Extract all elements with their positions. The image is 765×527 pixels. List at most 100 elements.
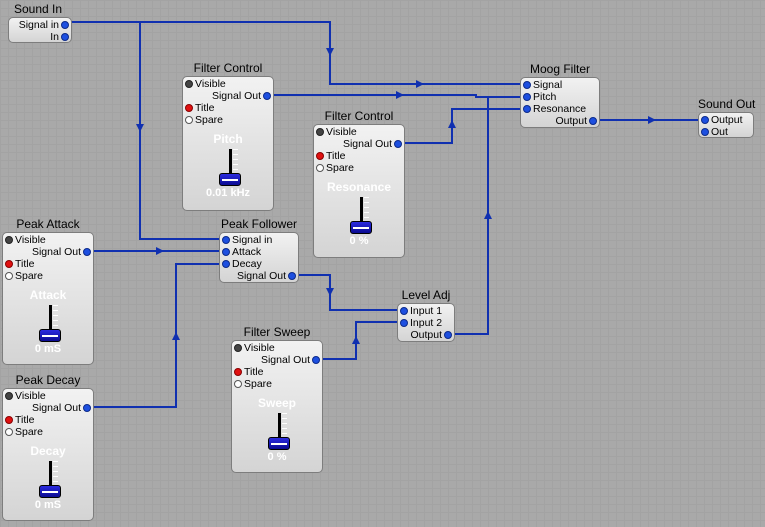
port-out[interactable]: Out bbox=[701, 126, 728, 138]
wire-level-adj-to-moog-pitch bbox=[452, 96, 524, 335]
port-connector-icon[interactable] bbox=[589, 117, 597, 125]
module-peak-decay[interactable]: Peak Decay Visible Signal Out Title Spar… bbox=[2, 373, 94, 521]
control-value: 0 mS bbox=[34, 343, 62, 355]
port-title[interactable]: Title bbox=[234, 366, 263, 378]
port-input-2[interactable]: Input 2 bbox=[400, 317, 442, 329]
port-connector-icon[interactable] bbox=[701, 128, 709, 136]
port-connector-icon[interactable] bbox=[234, 380, 242, 388]
slider-knob[interactable] bbox=[268, 437, 290, 450]
slider-knob[interactable] bbox=[39, 329, 61, 342]
slider-knob[interactable] bbox=[219, 173, 241, 186]
port-spare[interactable]: Spare bbox=[234, 378, 272, 390]
port-signal-out[interactable]: Signal Out bbox=[32, 402, 91, 414]
port-connector-icon[interactable] bbox=[185, 116, 193, 124]
port-signal-in[interactable]: Signal in bbox=[19, 19, 69, 31]
port-connector-icon[interactable] bbox=[316, 164, 324, 172]
port-connector-icon[interactable] bbox=[5, 428, 13, 436]
port-resonance[interactable]: Resonance bbox=[523, 103, 586, 115]
port-connector-icon[interactable] bbox=[61, 21, 69, 29]
port-connector-icon[interactable] bbox=[523, 93, 531, 101]
port-label: Output bbox=[711, 114, 743, 126]
port-decay[interactable]: Decay bbox=[222, 258, 262, 270]
port-spare[interactable]: Spare bbox=[316, 162, 354, 174]
port-in[interactable]: In bbox=[50, 31, 69, 43]
port-connector-icon[interactable] bbox=[83, 404, 91, 412]
port-visible[interactable]: Visible bbox=[5, 390, 46, 402]
port-title[interactable]: Title bbox=[185, 102, 214, 114]
port-connector-icon[interactable] bbox=[222, 260, 230, 268]
port-connector-icon[interactable] bbox=[234, 368, 242, 376]
port-connector-icon[interactable] bbox=[83, 248, 91, 256]
port-visible[interactable]: Visible bbox=[316, 126, 357, 138]
port-signal-out[interactable]: Signal Out bbox=[32, 246, 91, 258]
slider-tick bbox=[53, 466, 58, 467]
module-title: Filter Control bbox=[193, 61, 263, 75]
port-signal-out[interactable]: Signal Out bbox=[261, 354, 320, 366]
port-connector-icon[interactable] bbox=[701, 116, 709, 124]
port-connector-icon[interactable] bbox=[312, 356, 320, 364]
port-connector-icon[interactable] bbox=[316, 152, 324, 160]
port-attack[interactable]: Attack bbox=[222, 246, 261, 258]
port-output[interactable]: Output bbox=[555, 115, 597, 127]
port-connector-icon[interactable] bbox=[222, 236, 230, 244]
port-connector-icon[interactable] bbox=[444, 331, 452, 339]
port-connector-icon[interactable] bbox=[234, 344, 242, 352]
port-connector-icon[interactable] bbox=[523, 105, 531, 113]
port-connector-icon[interactable] bbox=[5, 260, 13, 268]
slider-tick bbox=[364, 207, 369, 208]
slider-tick bbox=[53, 461, 58, 462]
slider-knob[interactable] bbox=[350, 221, 372, 234]
port-title[interactable]: Title bbox=[5, 414, 34, 426]
port-signal-out[interactable]: Signal Out bbox=[212, 90, 271, 102]
slider-tick bbox=[364, 212, 369, 213]
port-pitch[interactable]: Pitch bbox=[523, 91, 556, 103]
slider-knob[interactable] bbox=[39, 485, 61, 498]
module-title: Sound In bbox=[14, 2, 63, 16]
port-connector-icon[interactable] bbox=[222, 248, 230, 256]
port-signal-in[interactable]: Signal in bbox=[222, 234, 272, 246]
module-peak-follower[interactable]: Peak Follower Signal in Attack Decay Sig… bbox=[219, 217, 299, 283]
port-input-1[interactable]: Input 1 bbox=[400, 305, 442, 317]
control-label: Decay bbox=[30, 444, 66, 458]
port-spare[interactable]: Spare bbox=[185, 114, 223, 126]
port-output[interactable]: Output bbox=[701, 114, 743, 126]
port-connector-icon[interactable] bbox=[5, 272, 13, 280]
module-sound-out[interactable]: Sound Out Output Out bbox=[698, 97, 755, 139]
port-signal[interactable]: Signal bbox=[523, 79, 562, 91]
module-filter-sweep[interactable]: Filter Sweep Visible Signal Out Title Sp… bbox=[231, 325, 323, 473]
port-connector-icon[interactable] bbox=[288, 272, 296, 280]
port-spare[interactable]: Spare bbox=[5, 426, 43, 438]
port-signal-out[interactable]: Signal Out bbox=[237, 270, 296, 282]
port-title[interactable]: Title bbox=[316, 150, 345, 162]
module-title: Level Adj bbox=[401, 288, 451, 302]
port-connector-icon[interactable] bbox=[185, 104, 193, 112]
module-peak-attack[interactable]: Peak Attack Visible Signal Out Title Spa… bbox=[2, 217, 94, 365]
port-connector-icon[interactable] bbox=[185, 80, 193, 88]
port-label: Pitch bbox=[533, 91, 557, 103]
port-title[interactable]: Title bbox=[5, 258, 34, 270]
slider-tick bbox=[53, 471, 58, 472]
port-output[interactable]: Output bbox=[410, 329, 452, 341]
port-connector-icon[interactable] bbox=[263, 92, 271, 100]
port-connector-icon[interactable] bbox=[316, 128, 324, 136]
module-sound-in[interactable]: Sound In Signal in In bbox=[8, 2, 72, 43]
port-connector-icon[interactable] bbox=[400, 307, 408, 315]
port-visible[interactable]: Visible bbox=[185, 78, 226, 90]
module-filter-control-pitch[interactable]: Filter Control Visible Signal Out Title … bbox=[182, 61, 274, 211]
port-connector-icon[interactable] bbox=[61, 33, 69, 41]
port-connector-icon[interactable] bbox=[394, 140, 402, 148]
port-visible[interactable]: Visible bbox=[5, 234, 46, 246]
port-connector-icon[interactable] bbox=[400, 319, 408, 327]
port-connector-icon[interactable] bbox=[5, 236, 13, 244]
port-spare[interactable]: Spare bbox=[5, 270, 43, 282]
module-filter-control-resonance[interactable]: Filter Control Visible Signal Out Title … bbox=[313, 109, 405, 258]
module-moog-filter[interactable]: Moog Filter Signal Pitch Resonance Outpu… bbox=[520, 62, 600, 128]
module-level-adj[interactable]: Level Adj Input 1 Input 2 Output bbox=[397, 288, 455, 342]
port-signal-out[interactable]: Signal Out bbox=[343, 138, 402, 150]
port-connector-icon[interactable] bbox=[5, 392, 13, 400]
wire-arrow-icon bbox=[156, 247, 164, 255]
port-visible[interactable]: Visible bbox=[234, 342, 275, 354]
port-connector-icon[interactable] bbox=[523, 81, 531, 89]
port-connector-icon[interactable] bbox=[5, 416, 13, 424]
